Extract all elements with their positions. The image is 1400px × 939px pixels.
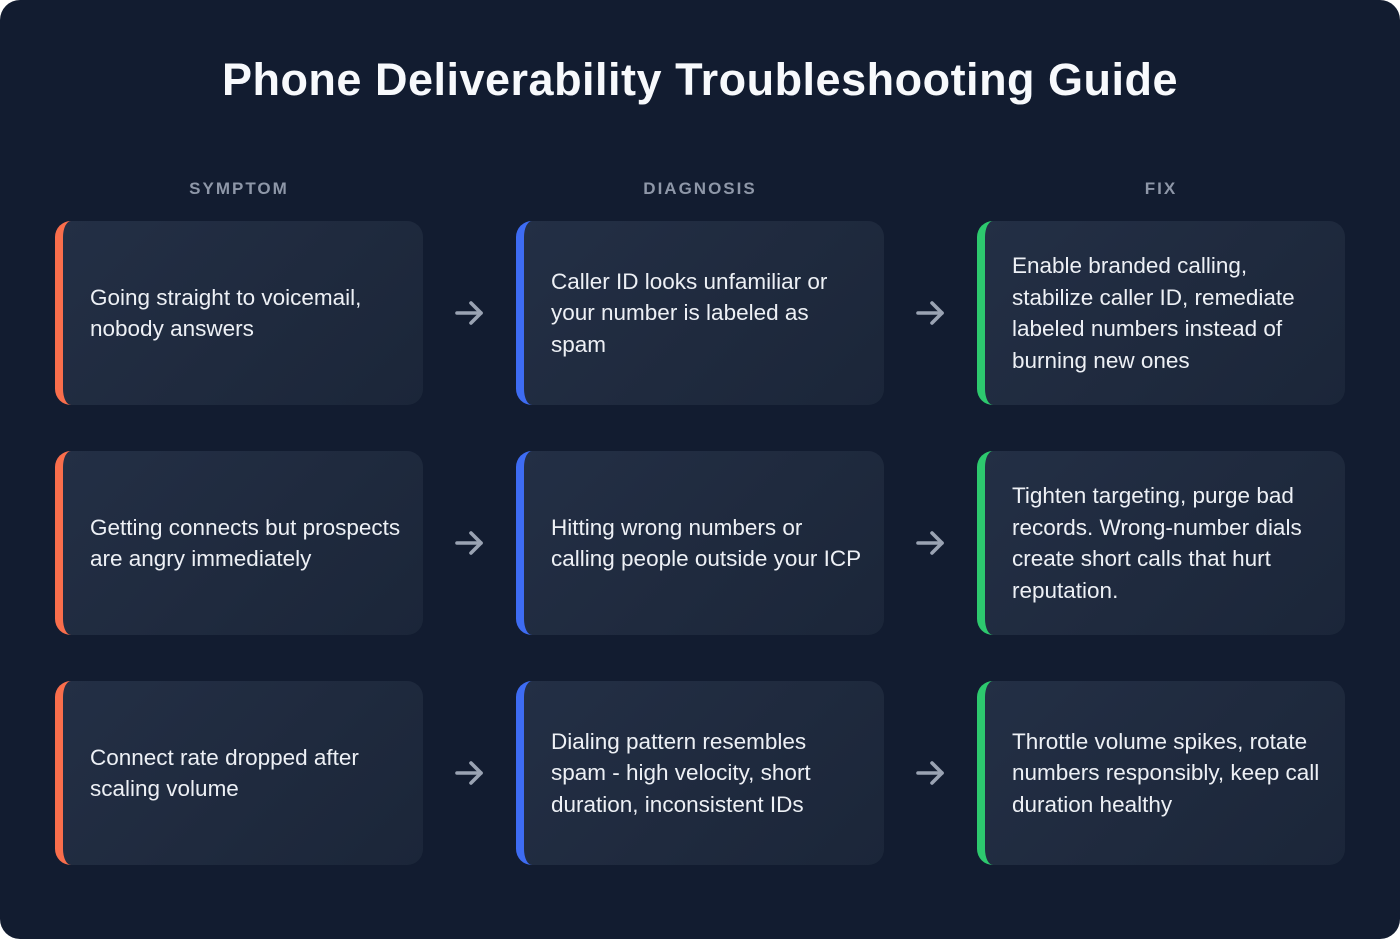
arrow-right-icon bbox=[452, 526, 488, 560]
arrow-right-icon bbox=[913, 756, 949, 790]
arrow-cell bbox=[884, 221, 977, 405]
card-fix-2: Tighten targeting, purge bad records. Wr… bbox=[977, 451, 1345, 635]
card-fix-3-text: Throttle volume spikes, rotate numbers r… bbox=[1012, 728, 1320, 817]
header-spacer bbox=[423, 179, 516, 221]
arrow-cell bbox=[884, 681, 977, 865]
column-header-fix: FIX bbox=[1144, 179, 1178, 198]
card-fix-1-text: Enable branded calling, stabilize caller… bbox=[1012, 253, 1295, 373]
card-symptom-3-text: Connect rate dropped after scaling volum… bbox=[90, 744, 359, 802]
arrow-cell bbox=[423, 681, 516, 865]
card-fix-3: Throttle volume spikes, rotate numbers r… bbox=[977, 681, 1345, 865]
arrow-cell bbox=[423, 221, 516, 405]
card-fix-1: Enable branded calling, stabilize caller… bbox=[977, 221, 1345, 405]
column-header-symptom: SYMPTOM bbox=[189, 179, 289, 198]
card-fix-2-text: Tighten targeting, purge bad records. Wr… bbox=[1012, 483, 1302, 603]
card-diagnosis-2-text: Hitting wrong numbers or calling people … bbox=[551, 514, 862, 572]
troubleshooting-grid: SYMPTOM DIAGNOSIS FIX Going straight to … bbox=[0, 179, 1400, 911]
card-diagnosis-1: Caller ID looks unfamiliar or your numbe… bbox=[516, 221, 884, 405]
arrow-cell bbox=[884, 451, 977, 635]
arrow-right-icon bbox=[913, 296, 949, 330]
arrow-cell bbox=[423, 451, 516, 635]
card-diagnosis-2: Hitting wrong numbers or calling people … bbox=[516, 451, 884, 635]
card-diagnosis-3: Dialing pattern resembles spam - high ve… bbox=[516, 681, 884, 865]
column-header-diagnosis: DIAGNOSIS bbox=[643, 179, 757, 198]
card-diagnosis-3-text: Dialing pattern resembles spam - high ve… bbox=[551, 728, 811, 817]
card-diagnosis-1-text: Caller ID looks unfamiliar or your numbe… bbox=[551, 268, 828, 357]
header-spacer bbox=[884, 179, 977, 221]
arrow-right-icon bbox=[913, 526, 949, 560]
card-symptom-1: Going straight to voicemail, nobody answ… bbox=[55, 221, 423, 405]
arrow-right-icon bbox=[452, 756, 488, 790]
card-symptom-3: Connect rate dropped after scaling volum… bbox=[55, 681, 423, 865]
page-title: Phone Deliverability Troubleshooting Gui… bbox=[221, 54, 1179, 105]
card-symptom-2-text: Getting connects but prospects are angry… bbox=[90, 514, 401, 572]
card-symptom-2: Getting connects but prospects are angry… bbox=[55, 451, 423, 635]
arrow-right-icon bbox=[452, 296, 488, 330]
card-symptom-1-text: Going straight to voicemail, nobody answ… bbox=[90, 284, 362, 342]
